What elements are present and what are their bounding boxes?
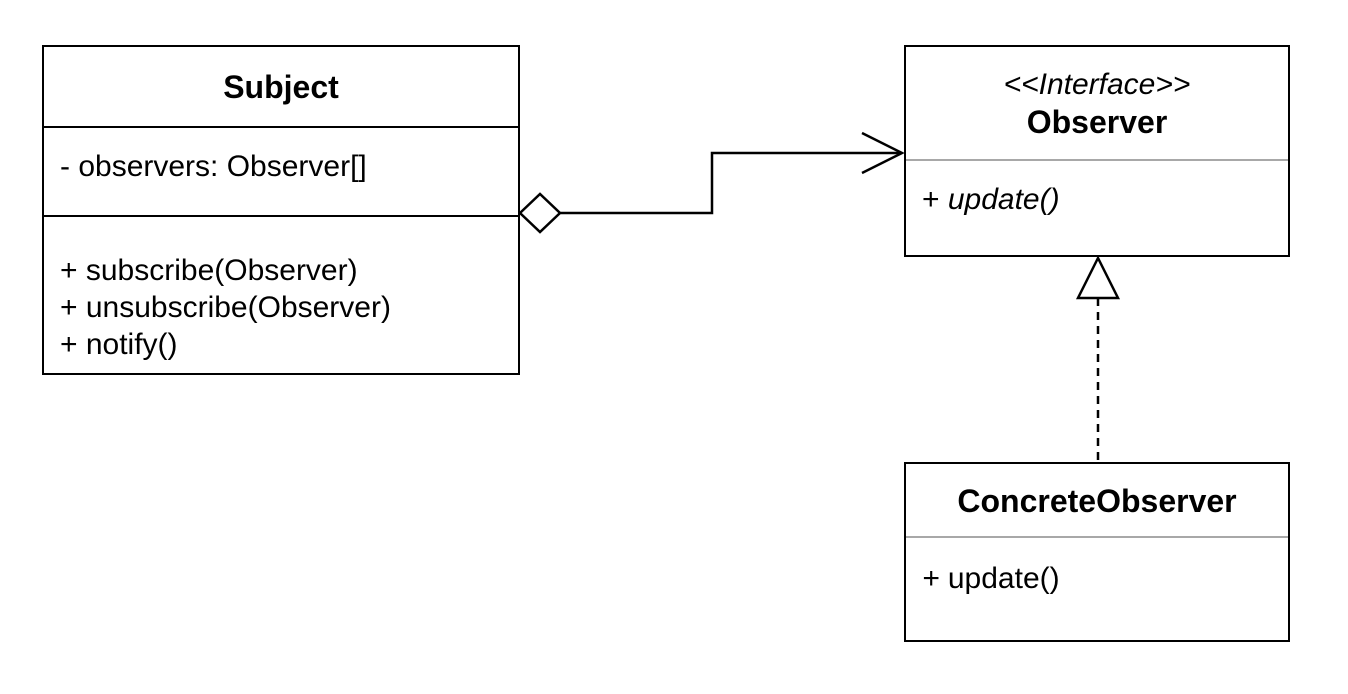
operations-compartment: + subscribe(Observer) + unsubscribe(Obse…: [44, 215, 518, 363]
realization-relationship: [1075, 255, 1121, 462]
aggregation-association: [518, 131, 905, 234]
attributes-compartment: - observers: Observer[]: [44, 126, 518, 215]
stereotype-label: <<Interface>>: [1003, 68, 1191, 101]
class-concrete-observer[interactable]: ConcreteObserver + update(): [904, 462, 1290, 642]
operation-update: + update(): [922, 562, 1060, 595]
open-arrowhead: [861, 131, 905, 175]
aggregation-diamond: [518, 192, 562, 234]
operation-subscribe: + subscribe(Observer): [60, 254, 358, 287]
operation-update: + update(): [922, 183, 1060, 216]
class-name: Observer: [1026, 104, 1168, 140]
operation-unsubscribe: + unsubscribe(Observer): [60, 291, 391, 324]
interface-observer[interactable]: <<Interface>> Observer + update(): [904, 45, 1290, 257]
operation-notify: + notify(): [60, 328, 178, 361]
operations-compartment: + update(): [906, 536, 1288, 597]
class-name: Subject: [223, 68, 339, 105]
class-subject[interactable]: Subject - observers: Observer[] + subscr…: [42, 45, 520, 375]
operation-name: update(): [947, 562, 1060, 595]
abstract-operation-name: update(): [947, 183, 1060, 216]
operations-compartment: + update(): [906, 159, 1288, 218]
association-line: [560, 151, 902, 215]
class-header: Subject: [44, 47, 518, 126]
class-header: ConcreteObserver: [906, 464, 1288, 536]
class-header: <<Interface>> Observer: [906, 47, 1288, 159]
attribute-observers: - observers: Observer[]: [60, 150, 367, 183]
realization-triangle-arrowhead: [1075, 255, 1121, 300]
class-name: ConcreteObserver: [957, 483, 1237, 519]
